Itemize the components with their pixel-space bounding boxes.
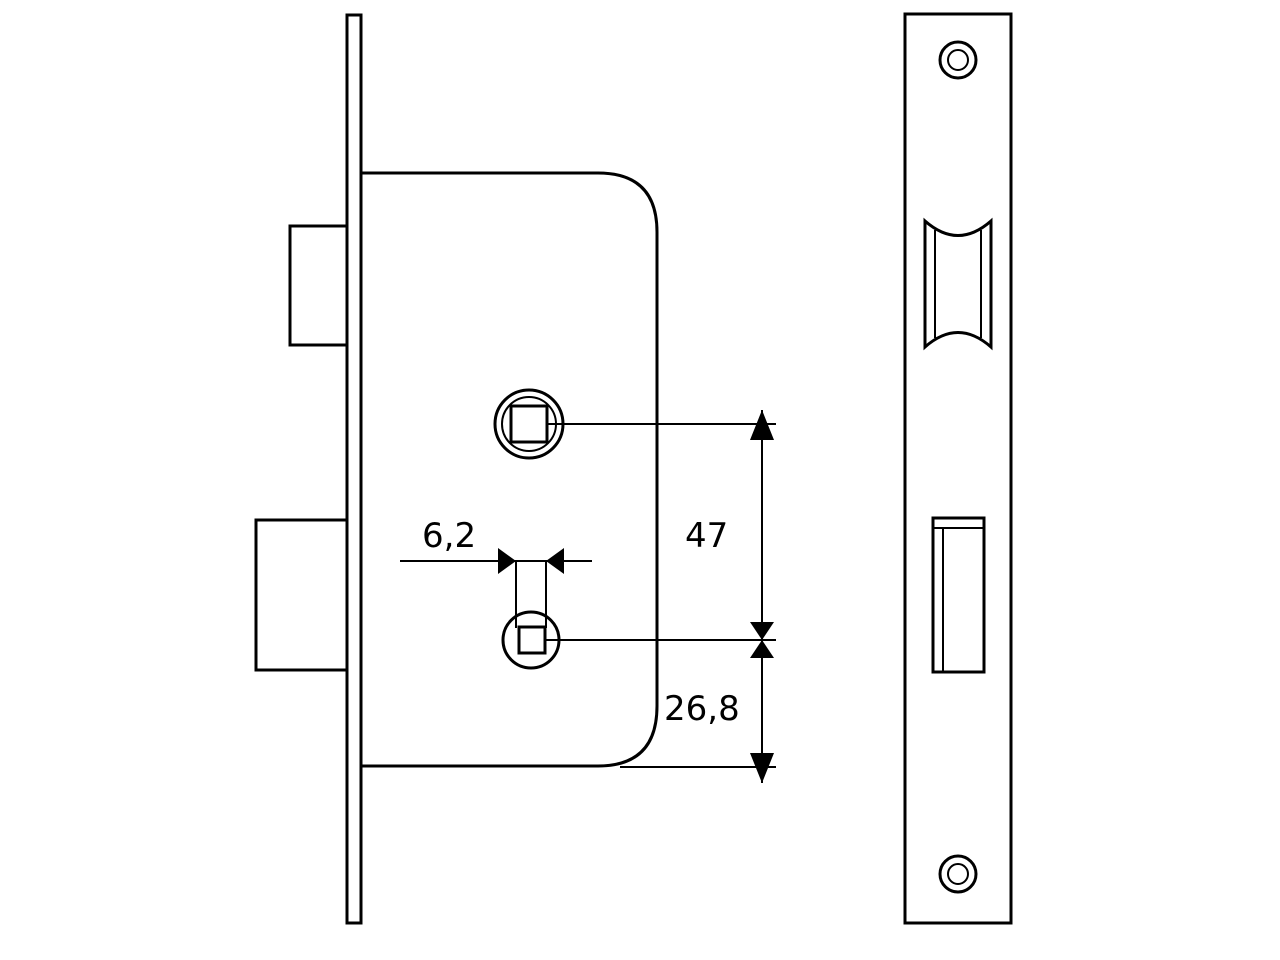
arrow-62-left [498,548,516,574]
dimension-lines: 47 26,8 6,2 [400,410,776,783]
lock-case [361,171,659,768]
screw-top-icon [938,40,978,80]
dead-bolt [254,518,347,672]
arrow-62-right [546,548,564,574]
latch-bolt [288,224,347,347]
arrow-268-top [750,640,774,658]
lock-side-view [254,13,659,925]
arrow-268-bottom [750,753,774,783]
screw-bottom-icon [938,854,978,894]
deadbolt-opening [931,516,986,674]
arrow-47-top [750,410,774,440]
latch-opening [923,217,993,351]
faceplate-front [903,12,1013,925]
faceplate-side [345,13,363,925]
faceplate-front-view [903,12,1013,925]
arrow-47-bottom [750,622,774,640]
dim-label-26-8: 26,8 [664,689,740,729]
dim-label-47: 47 [685,516,728,556]
dim-label-6-2: 6,2 [422,516,476,556]
